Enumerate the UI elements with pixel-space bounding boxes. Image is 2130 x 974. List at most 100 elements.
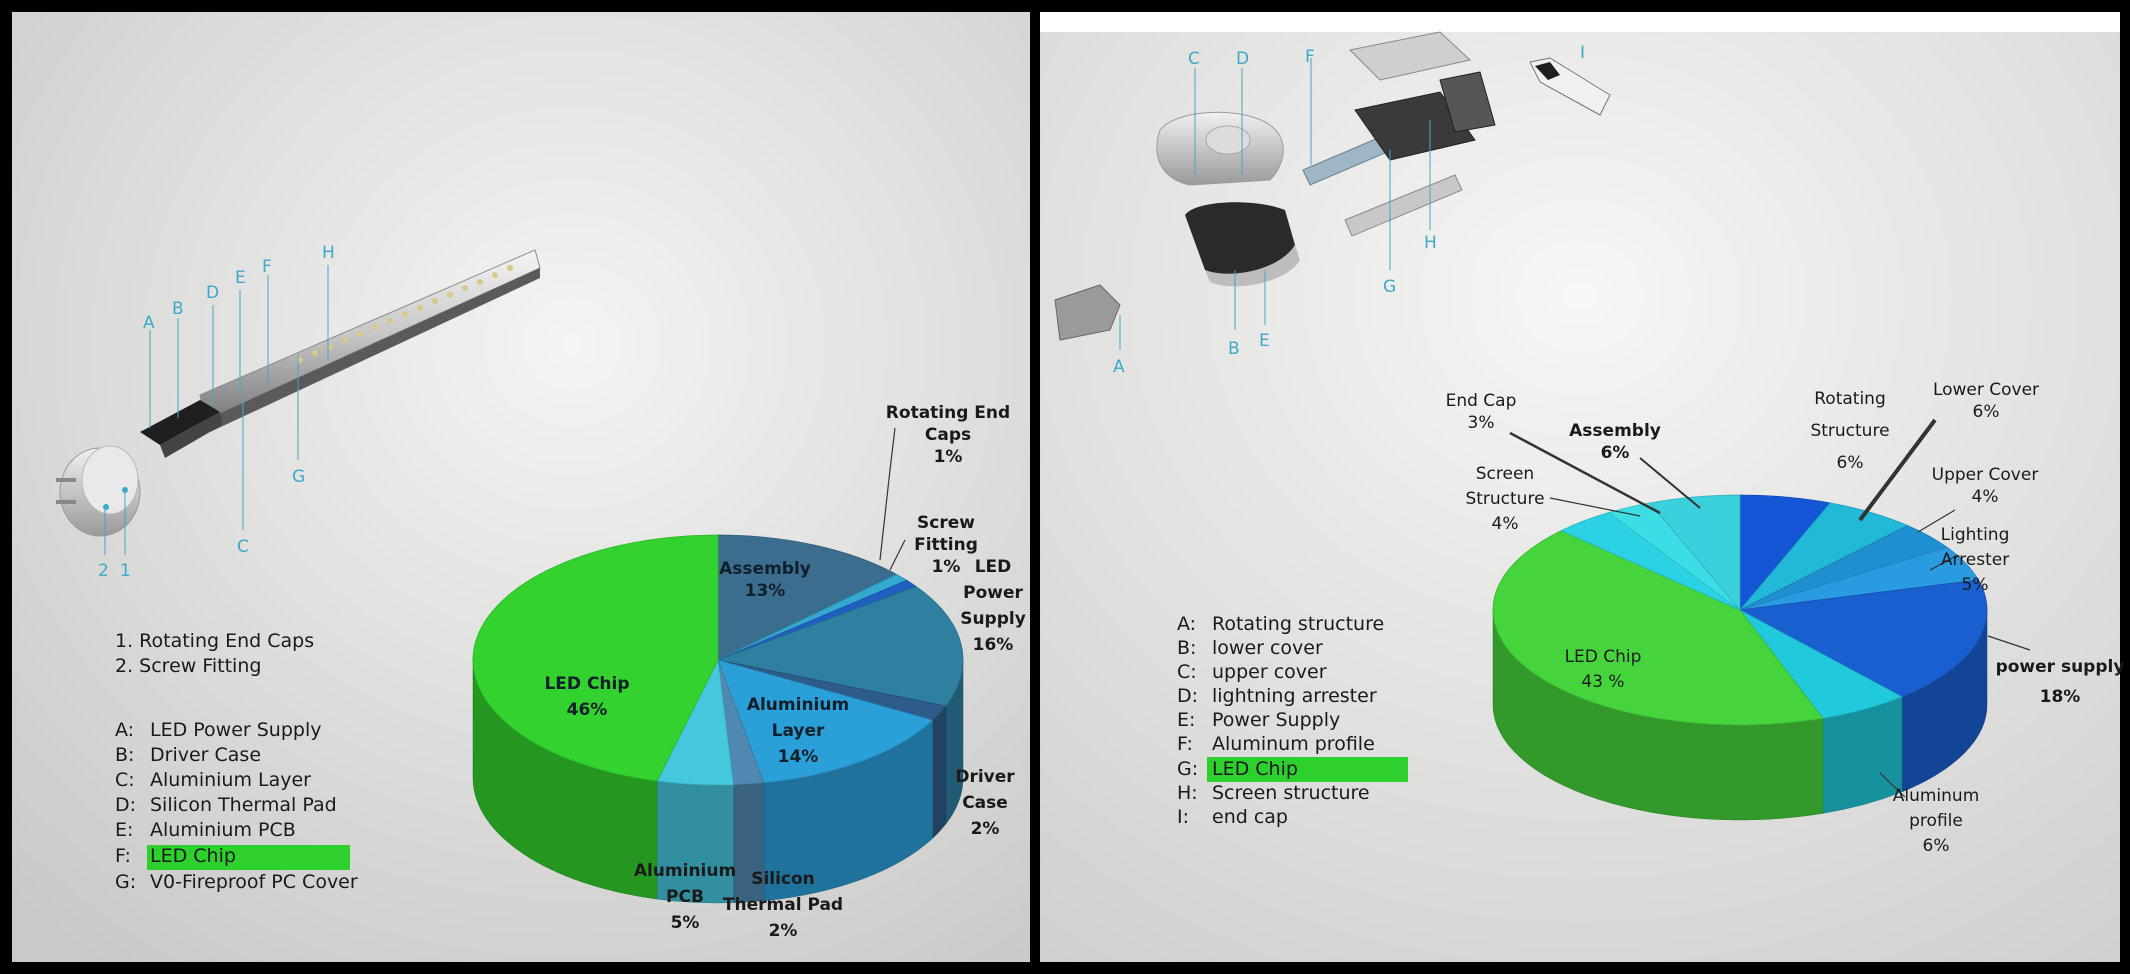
highlight-led-chip [1207,757,1408,782]
legend-text: LED Power Supply [150,719,322,741]
legend-key: B: [1177,637,1196,659]
diagram-letter: C [237,537,249,557]
diagram-letter: I [1580,43,1585,63]
pie-leader-line [1879,772,1906,798]
legend-text: V0-Fireproof PC Cover [150,871,358,893]
pie-slice-side [656,780,734,904]
legend-text: Aluminum profile [1212,733,1375,755]
pie-leader-line [1929,554,1959,571]
diagram-leader-lines-right [1119,58,1431,350]
diagram-letter: B [1228,339,1240,359]
diagram-letter: B [172,299,184,319]
diagram-letter: 2 [98,561,109,581]
pie-leader-line [1858,418,1937,522]
right-legend: A: Rotating structure B: lower cover C: … [1177,613,1408,828]
pie-slice-side [932,705,947,839]
pie-leader-line [879,427,896,561]
diagram-letter: E [235,268,246,288]
legend-key: D: [1177,685,1198,707]
legend-text: Aluminium Layer [150,769,311,791]
legend-key: A: [115,719,134,741]
pie-side-walls [1492,609,1988,821]
pie-top-faces [1492,494,1988,726]
diagram-letter: F [1305,47,1315,67]
legend-key: C: [1177,661,1197,683]
pie-leader-line [1509,431,1661,515]
pie-leader-line [889,539,906,571]
legend-key: H: [1177,782,1198,804]
legend-text: Screen structure [1212,782,1370,804]
legend-key: C: [115,769,135,791]
street-light-diagram: C D F I H G B E A [1054,31,1611,377]
pie-slice [717,659,934,784]
led-tube-diagram: A B D E F H G C 2 1 [56,243,541,581]
pie-slice [716,586,964,707]
legend-text: lightning arrester [1212,685,1377,707]
diagram-letter: H [322,243,335,263]
legend-key: B: [115,744,134,766]
pie-slice [1738,579,1988,698]
legend-text: Aluminium PCB [150,819,296,841]
pie-leader-line [1639,457,1701,509]
pie-top-faces [472,534,964,786]
pie-slice [1649,494,1741,612]
legend-key: E: [115,819,133,841]
diagram-letter: A [143,313,155,333]
diagram-letter: D [206,283,219,303]
diagram-letter: F [262,257,272,277]
pie-leader-line [1549,497,1641,517]
pie-side-walls [472,659,964,904]
pie-slice [1492,530,1824,726]
highlight-led-chip [147,845,350,870]
diagram-letter: 1 [120,561,131,581]
diagram-letter: D [1236,49,1249,69]
legend-text: Driver Case [150,744,261,766]
legend-key: F: [1177,733,1193,755]
legend-lettered: A: LED Power Supply B: Driver Case C: Al… [115,719,358,893]
fin-top [1348,31,1472,81]
legend-text: upper cover [1212,661,1327,683]
tube-base [205,268,540,432]
legend-key: E: [1177,709,1195,731]
screen-structure [1344,174,1463,237]
legend-key: G: [115,871,136,893]
legend-key: A: [1177,613,1196,635]
legend-text: Rotating structure [1212,613,1384,635]
legend-key: D: [115,794,136,816]
pie-slice [717,534,898,661]
legend-text: lower cover [1212,637,1323,659]
diagram-letter: E [1259,331,1270,351]
heat-sink [1354,91,1476,161]
legend-text: LED Chip [150,845,236,867]
legend-text: end cap [1212,806,1288,828]
pie-leader-line [1987,635,2031,651]
diagram-letter: A [1113,357,1125,377]
pie-slice [472,534,719,782]
legend-text: LED Chip [1212,758,1298,780]
lower-cover [1185,202,1295,274]
diagram-letter: G [1383,277,1396,297]
legend-key: I: [1177,806,1189,828]
pie-leader-line [1917,509,1956,533]
right-panel-top-strip [1040,12,2120,32]
